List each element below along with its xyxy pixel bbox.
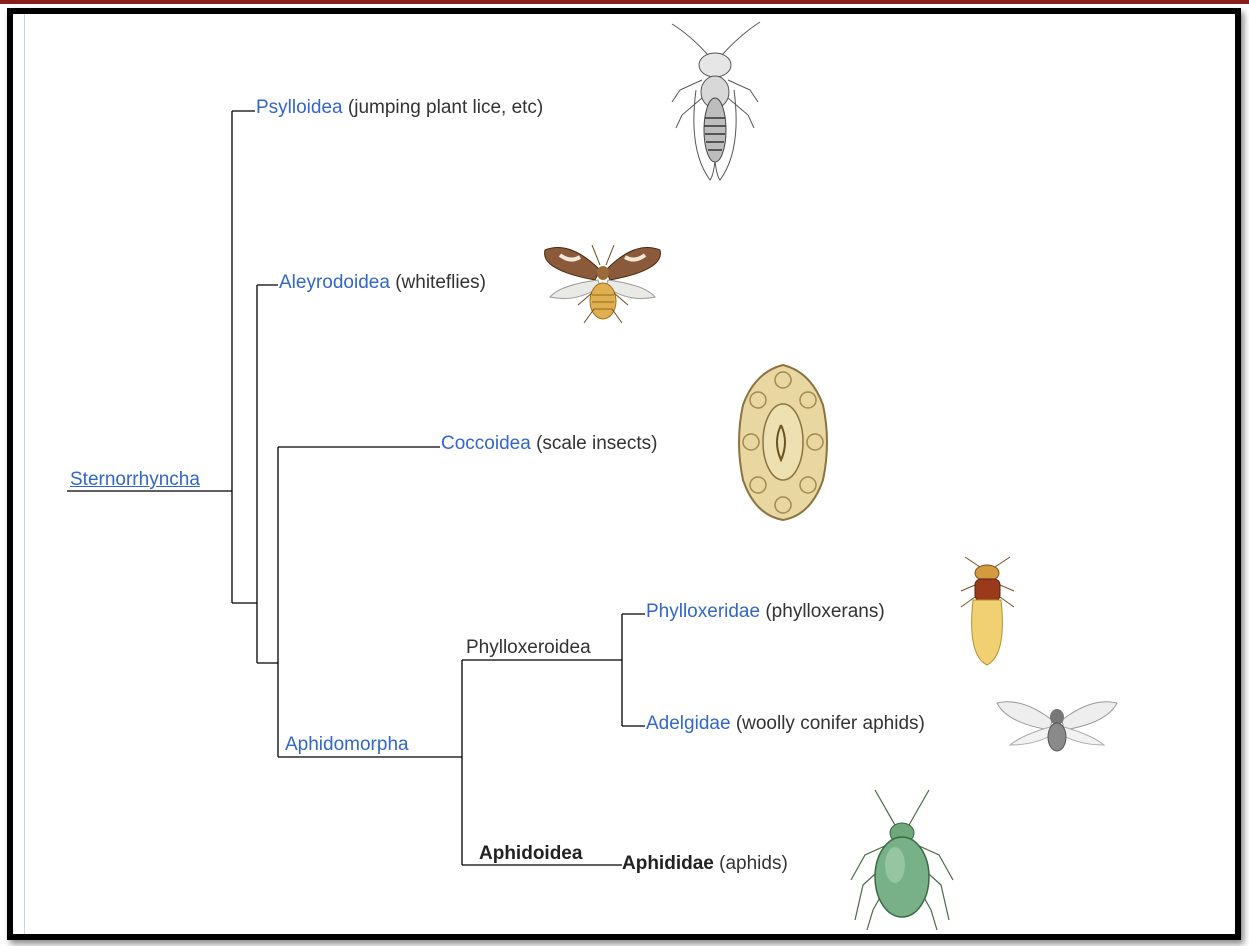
- link-aleyrodoidea[interactable]: Aleyrodoidea: [279, 272, 390, 293]
- label-aleyrodoidea: Aleyrodoidea (whiteflies): [279, 272, 486, 294]
- link-phylloxeridae[interactable]: Phylloxeridae: [646, 601, 760, 622]
- aphid-illustration: [845, 785, 960, 930]
- whitefly-illustration: [540, 235, 665, 330]
- label-coccoidea: Coccoidea (scale insects): [441, 433, 657, 455]
- link-sternorrhyncha[interactable]: Sternorrhyncha: [70, 469, 200, 490]
- link-psylloidea[interactable]: Psylloidea: [256, 97, 343, 118]
- common-coccoidea: (scale insects): [536, 433, 657, 454]
- common-adelgidae: (woolly conifer aphids): [736, 713, 925, 734]
- link-coccoidea[interactable]: Coccoidea: [441, 433, 531, 454]
- link-adelgidae[interactable]: Adelgidae: [646, 713, 731, 734]
- label-phylloxeroidea: Phylloxeroidea: [466, 637, 591, 659]
- adelgid-illustration: [992, 695, 1122, 757]
- common-psylloidea: (jumping plant lice, etc): [348, 97, 543, 118]
- label-phylloxeridae: Phylloxeridae (phylloxerans): [646, 601, 885, 623]
- label-aphidomorpha[interactable]: Aphidomorpha: [285, 734, 409, 756]
- common-aleyrodoidea: (whiteflies): [395, 272, 486, 293]
- text-phylloxeroidea: Phylloxeroidea: [466, 637, 591, 658]
- label-adelgidae: Adelgidae (woolly conifer aphids): [646, 713, 925, 735]
- label-aphidoidea: Aphidoidea: [479, 843, 582, 865]
- label-aphididae: Aphididae (aphids): [622, 853, 788, 875]
- psyllid-illustration: [660, 20, 770, 190]
- common-aphididae: (aphids): [719, 853, 788, 874]
- label-psylloidea: Psylloidea (jumping plant lice, etc): [256, 97, 543, 119]
- text-aphididae: Aphididae: [622, 853, 714, 874]
- label-sternorrhyncha[interactable]: Sternorrhyncha: [70, 469, 200, 491]
- scale-insect-illustration: [733, 360, 833, 525]
- link-aphidomorpha[interactable]: Aphidomorpha: [285, 734, 409, 755]
- common-phylloxeridae: (phylloxerans): [765, 601, 884, 622]
- phylloxera-illustration: [955, 555, 1020, 670]
- text-aphidoidea: Aphidoidea: [479, 843, 582, 864]
